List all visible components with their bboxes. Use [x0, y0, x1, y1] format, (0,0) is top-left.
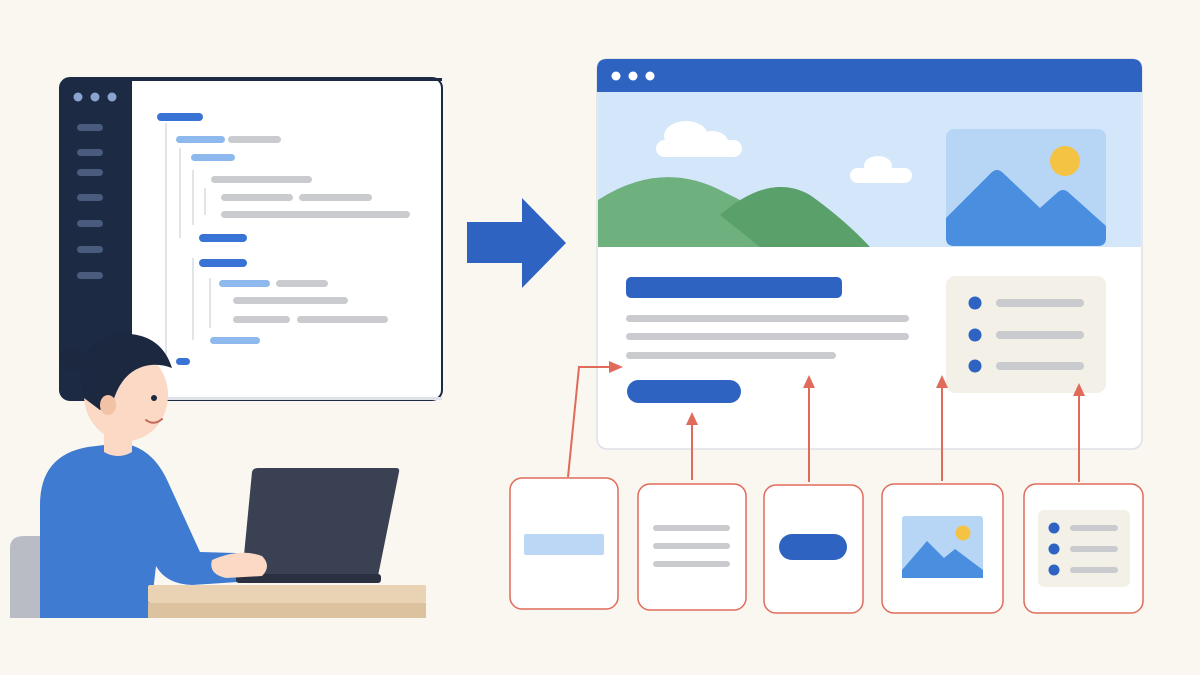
person-at-laptop: [10, 333, 426, 618]
connector-arrows: [567, 366, 1080, 482]
desk: [148, 585, 426, 603]
code-editor-window: [59, 77, 443, 401]
page-text-lines: [626, 315, 909, 359]
laptop: [236, 468, 400, 583]
browser-title-bar: [597, 59, 1142, 92]
code-tree-guides: [165, 123, 211, 365]
bullet-dot-icon: [1048, 522, 1060, 534]
arrow-right-icon: [467, 198, 566, 288]
bullet-dot-icon: [1048, 543, 1060, 555]
sun-icon: [1050, 146, 1080, 176]
person-shirt: [40, 443, 247, 618]
bullet-dot-icon: [1048, 564, 1060, 576]
bullet-dot-icon: [968, 296, 982, 310]
web-page-window: [596, 58, 1143, 450]
cloud-icon: [656, 121, 742, 157]
editor-sidebar: [60, 78, 132, 400]
cloud-icon: [850, 156, 912, 183]
image-placeholder: [946, 129, 1106, 246]
component-card-header-block[interactable]: [509, 477, 619, 610]
bullet-dot-icon: [968, 328, 982, 342]
sun-icon: [955, 525, 971, 541]
person-hands: [211, 552, 267, 578]
window-dots-icon: [611, 71, 655, 81]
connector-arrowheads: [609, 361, 1085, 425]
component-card-text-lines[interactable]: [637, 483, 747, 611]
bullet-list-card: [946, 276, 1106, 393]
bullet-dot-icon: [968, 359, 982, 373]
person-head: [60, 333, 172, 441]
component-card-button[interactable]: [763, 484, 864, 614]
page-heading-bar: [626, 277, 842, 298]
editor-sidebar-icons: [77, 124, 103, 279]
mountain-icon: [902, 541, 983, 578]
hero-banner: [598, 92, 1141, 247]
mountain-icon: [946, 170, 1106, 246]
person-hair: [80, 333, 172, 410]
page-button[interactable]: [627, 380, 741, 403]
component-card-bullet-list[interactable]: [1023, 483, 1144, 614]
hill-right: [720, 186, 870, 247]
component-card-image[interactable]: [881, 483, 1004, 614]
code-lines: [157, 113, 410, 365]
window-dots-icon: [73, 92, 117, 102]
